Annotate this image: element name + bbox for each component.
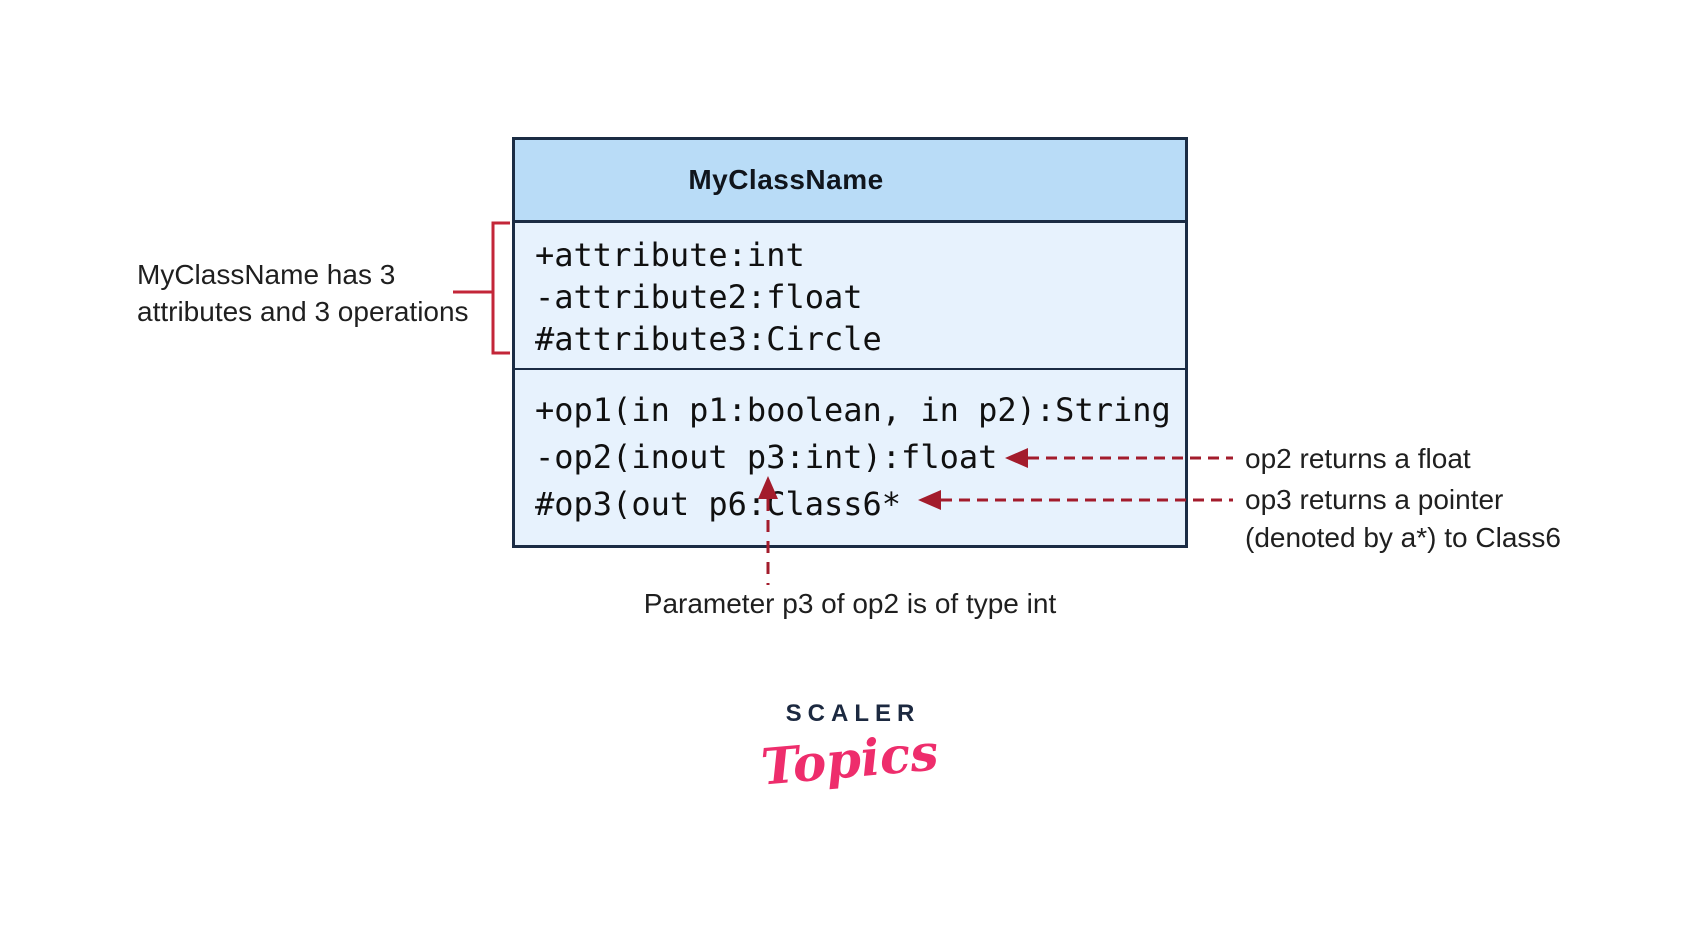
logo-brand-text: SCALER (785, 700, 921, 727)
operation-line: #op3(out p6:Class6* (535, 485, 902, 523)
uml-operations-compartment: +op1(in p1:boolean, in p2):String -op2(i… (515, 370, 1185, 528)
left-annotation-line1: MyClassName has 3 (137, 259, 396, 290)
uml-class-box: MyClassName +attribute:int -attribute2:f… (512, 137, 1188, 548)
left-bracket (491, 221, 510, 355)
uml-attributes-compartment: +attribute:int -attribute2:float #attrib… (515, 223, 1185, 370)
operation-line: -op2(inout p3:int):float (535, 438, 998, 476)
logo-sub-text: Topics (0, 722, 1700, 796)
operation-line: +op1(in p1:boolean, in p2):String (535, 391, 1171, 429)
op3-annotation-line2: (denoted by a*) to Class6 (1245, 522, 1561, 553)
left-annotation-line2: attributes and 3 operations (137, 296, 469, 327)
class-title: MyClassName (688, 164, 884, 195)
attribute-line: +attribute:int (535, 236, 805, 274)
logo-sub-word: Topics (759, 722, 941, 797)
op2-annotation: op2 returns a float (1245, 443, 1471, 474)
left-annotation: MyClassName has 3 attributes and 3 opera… (137, 256, 469, 330)
attribute-line: #attribute3:Circle (535, 320, 882, 358)
uml-class-name-compartment: MyClassName (515, 140, 1185, 223)
scaler-topics-logo: SCALER Topics (0, 700, 1700, 797)
op3-annotation: op3 returns a pointer (denoted by a*) to… (1245, 481, 1561, 557)
op3-annotation-line1: op3 returns a pointer (1245, 484, 1504, 515)
attribute-line: -attribute2:float (535, 278, 863, 316)
p3-annotation: Parameter p3 of op2 is of type int (643, 588, 1057, 619)
